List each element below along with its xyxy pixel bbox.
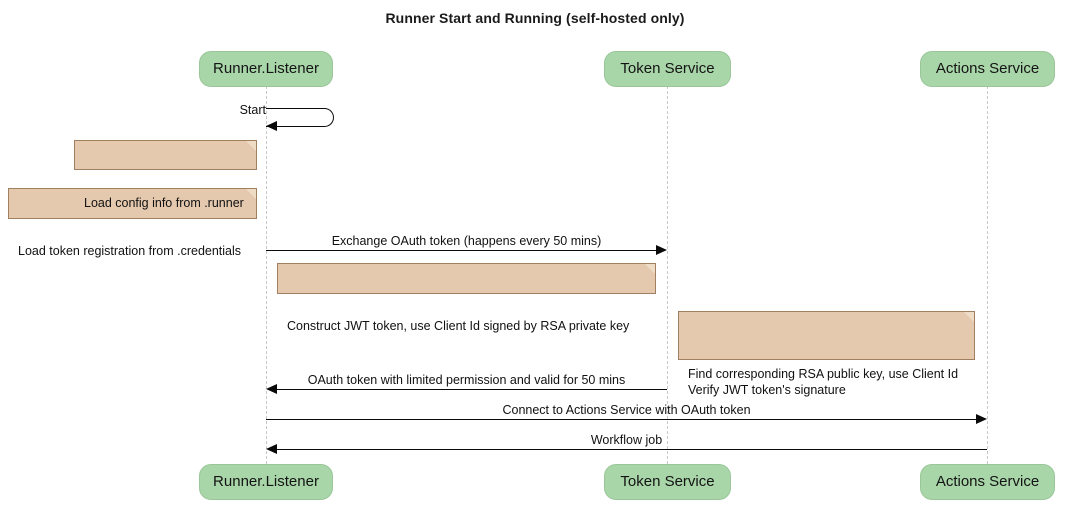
note-load-token-registration-text: Load token registration from .credential… — [18, 244, 242, 258]
message-workflow-job-arrowhead — [266, 444, 277, 454]
message-connect-actions-service-label: Connect to Actions Service with OAuth to… — [502, 403, 751, 417]
note-fold-icon — [246, 141, 256, 151]
note-construct-jwt: Construct JWT token, use Client Id signe… — [277, 263, 656, 333]
message-exchange-oauth-token-label: Exchange OAuth token (happens every 50 m… — [331, 234, 602, 248]
participant-runner-bottom[interactable]: Runner.Listener — [199, 464, 333, 500]
participant-token-top[interactable]: Token Service — [604, 51, 731, 87]
message-workflow-job-label: Workflow job — [590, 433, 663, 447]
participant-runner-top[interactable]: Runner.Listener — [199, 51, 333, 87]
note-fold-icon — [645, 264, 655, 274]
participant-actions-bottom[interactable]: Actions Service — [920, 464, 1055, 500]
participant-actions-top[interactable]: Actions Service — [920, 51, 1055, 87]
note-verify-jwt-text: Find corresponding RSA public key, use C… — [688, 367, 959, 397]
note-load-config-text: Load config info from .runner — [84, 196, 244, 210]
note-fold-icon — [246, 189, 256, 199]
self-message-start-loop — [266, 108, 334, 127]
self-message-start-label: Start — [239, 103, 266, 117]
message-connect-actions-service-arrowhead — [976, 414, 987, 424]
message-oauth-token-reply-line — [277, 389, 667, 390]
note-load-token-registration: Load token registration from .credential… — [8, 188, 257, 258]
note-fold-icon — [964, 312, 974, 322]
participant-token-bottom[interactable]: Token Service — [604, 464, 731, 500]
diagram-title: Runner Start and Running (self-hosted on… — [385, 10, 685, 26]
self-message-start-arrowhead — [266, 121, 277, 131]
message-oauth-token-reply-arrowhead — [266, 384, 277, 394]
message-workflow-job-line — [277, 449, 987, 450]
message-connect-actions-service-line — [266, 419, 976, 420]
message-exchange-oauth-token-arrowhead — [656, 245, 667, 255]
lifeline-actions — [987, 86, 988, 464]
note-load-config: Load config info from .runner — [74, 140, 257, 210]
note-verify-jwt: Find corresponding RSA public key, use C… — [678, 311, 975, 397]
lifeline-token — [667, 86, 668, 464]
message-oauth-token-reply-label: OAuth token with limited permission and … — [307, 373, 626, 387]
message-exchange-oauth-token-line — [266, 250, 656, 251]
note-construct-jwt-text: Construct JWT token, use Client Id signe… — [287, 319, 630, 333]
lifeline-runner — [266, 86, 267, 464]
